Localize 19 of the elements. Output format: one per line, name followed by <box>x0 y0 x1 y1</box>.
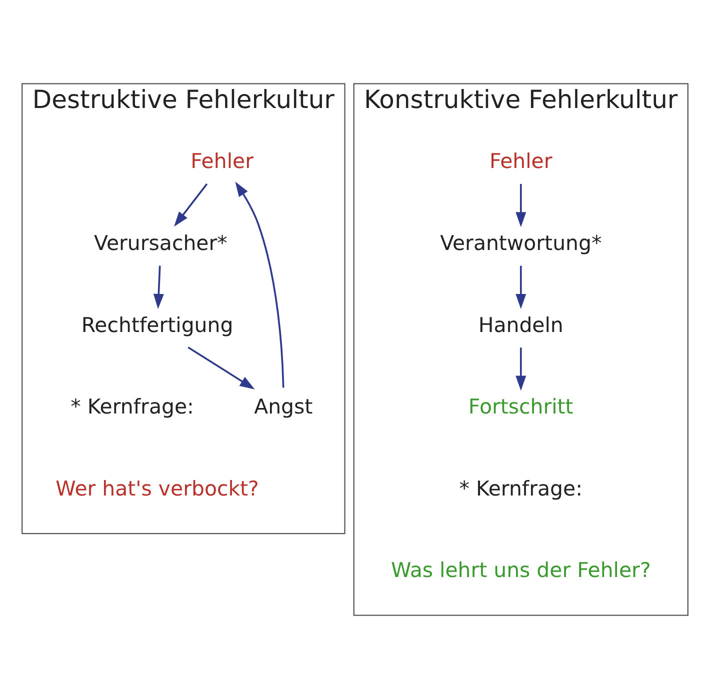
node-text: Handeln <box>478 312 564 337</box>
node-text: Verursacher* <box>94 230 228 255</box>
arrow <box>188 346 255 390</box>
arrow <box>516 348 526 391</box>
node-text: Fortschritt <box>468 394 574 419</box>
node-text: Fehler <box>489 149 552 174</box>
node-text: Fehler <box>190 149 254 174</box>
arrow <box>174 183 208 227</box>
node-text: Angst <box>254 394 313 419</box>
node-text: Rechtfertigung <box>81 312 234 337</box>
label: * Kernfrage: <box>459 476 582 500</box>
label: * Kernfrage: <box>70 394 194 419</box>
arrow <box>153 266 164 309</box>
arrow <box>516 266 526 309</box>
arrow <box>235 182 284 388</box>
label: Wer hat's verbockt? <box>56 476 259 500</box>
node-text: Verantwortung* <box>440 230 602 255</box>
label: Was lehrt uns der Fehler? <box>390 558 651 582</box>
arrow <box>516 184 526 228</box>
